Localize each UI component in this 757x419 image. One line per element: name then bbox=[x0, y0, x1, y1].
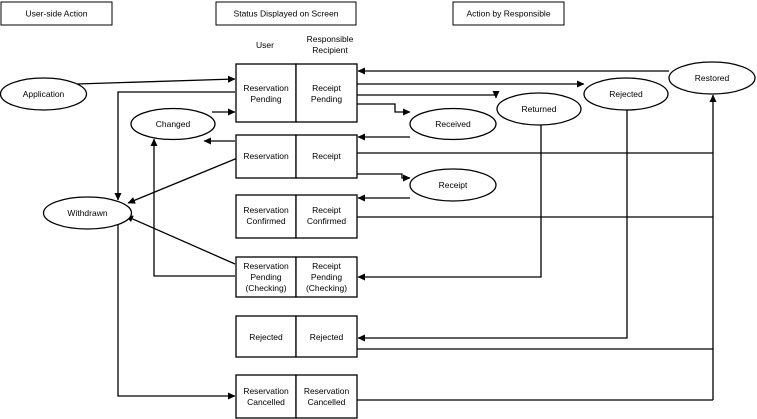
status-user-line: Reservation bbox=[243, 386, 289, 396]
node-rejected-label: Rejected bbox=[609, 89, 643, 99]
header-action-by-responsible: Action by Responsible bbox=[452, 1, 565, 26]
node-receipt-label: Receipt bbox=[439, 180, 468, 190]
column-label-user: User bbox=[256, 40, 274, 50]
header-action-by-responsible-label: Action by Responsible bbox=[466, 9, 550, 19]
status-recipient-line: Receipt bbox=[312, 205, 341, 215]
connectors bbox=[76, 67, 717, 401]
status-recipient-line: Receipt bbox=[312, 151, 341, 161]
status-user-line: Reservation bbox=[243, 261, 289, 271]
node-changed-label: Changed bbox=[156, 119, 191, 129]
node-changed: Changed bbox=[130, 107, 216, 141]
node-application-label: Application bbox=[23, 89, 65, 99]
node-withdrawn: Withdrawn bbox=[42, 196, 133, 230]
status-row-reservation-pending: Reservation Pending Receipt Pending bbox=[235, 63, 358, 123]
status-recipient-line: Cancelled bbox=[308, 397, 346, 407]
header-user-action: User-side Action bbox=[0, 1, 113, 26]
node-withdrawn-label: Withdrawn bbox=[67, 208, 107, 218]
status-row-cancelled: Reservation Cancelled Reservation Cancel… bbox=[235, 374, 358, 419]
status-user-line: Rejected bbox=[249, 332, 283, 342]
status-recipient-line: Receipt bbox=[312, 83, 341, 93]
header-status-displayed-label: Status Displayed on Screen bbox=[234, 9, 339, 19]
status-user-line: Confirmed bbox=[246, 216, 285, 226]
status-row-reservation: Reservation Receipt bbox=[235, 134, 358, 179]
header-user-action-label: User-side Action bbox=[26, 9, 88, 19]
node-returned-label: Returned bbox=[522, 104, 557, 114]
status-user-line: (Checking) bbox=[245, 283, 286, 293]
header-status-displayed: Status Displayed on Screen bbox=[215, 1, 357, 26]
status-recipient-line: Rejected bbox=[310, 332, 344, 342]
node-receipt: Receipt bbox=[409, 168, 497, 202]
status-recipient-line: Confirmed bbox=[307, 216, 346, 226]
status-boxes: Reservation Pending Receipt Pending Rese… bbox=[235, 63, 358, 419]
node-returned: Returned bbox=[496, 92, 582, 126]
status-recipient-line: Receipt bbox=[312, 261, 341, 271]
status-user-line: Reservation bbox=[243, 205, 289, 215]
status-user-line: Reservation bbox=[243, 151, 289, 161]
status-user-line: Pending bbox=[250, 272, 281, 282]
node-restored: Restored bbox=[668, 61, 756, 95]
status-row-checking: Reservation Pending (Checking) Receipt P… bbox=[235, 256, 358, 298]
status-user-line: Cancelled bbox=[247, 397, 285, 407]
node-restored-label: Restored bbox=[695, 73, 730, 83]
status-recipient-line: (Checking) bbox=[306, 283, 347, 293]
status-row-rejected: Rejected Rejected bbox=[235, 315, 358, 358]
status-row-confirmed: Reservation Confirmed Receipt Confirmed bbox=[235, 194, 358, 239]
node-received-label: Received bbox=[435, 119, 471, 129]
status-user-line: Reservation bbox=[243, 83, 289, 93]
node-received: Received bbox=[409, 107, 497, 141]
node-rejected: Rejected bbox=[583, 77, 669, 111]
column-label-recipient-line2: Recipient bbox=[312, 45, 348, 55]
status-recipient-line: Pending bbox=[311, 94, 342, 104]
status-user-line: Pending bbox=[250, 94, 281, 104]
column-label-recipient-line1: Responsible bbox=[307, 34, 354, 44]
status-recipient-line: Pending bbox=[311, 272, 342, 282]
node-application: Application bbox=[0, 77, 88, 111]
status-recipient-line: Reservation bbox=[304, 386, 350, 396]
